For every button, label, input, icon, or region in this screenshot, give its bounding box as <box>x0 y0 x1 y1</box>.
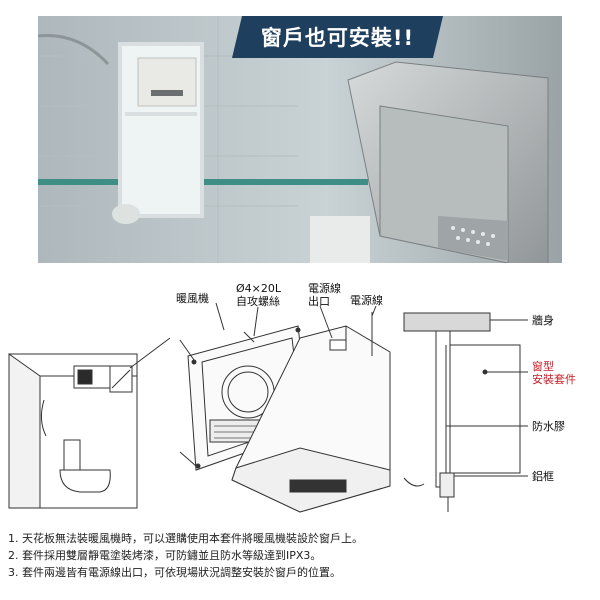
label-screw: Ø4×20L 自攻螺絲 <box>236 282 281 308</box>
label-wall: 牆身 <box>532 314 554 327</box>
note-3: 3. 套件兩邊皆有電源線出口，可依現場狀況調整安裝於窗戶的位置。 <box>8 566 341 579</box>
note-2: 2. 套件採用雙層靜電塗裝烤漆，可防鏽並且防水等級達到IPX3。 <box>8 549 322 562</box>
label-heater: 暖風機 <box>176 292 209 305</box>
label-waterproof-glue: 防水膠 <box>532 420 565 433</box>
wall-section-drawing <box>403 312 528 512</box>
install-banner: 窗戶也可安裝!! <box>232 16 443 58</box>
exploded-kit-drawing <box>179 312 391 513</box>
banner-text: 窗戶也可安裝!! <box>260 26 415 50</box>
label-window-kit: 窗型 安裝套件 <box>532 360 576 386</box>
feature-notes: 1. 天花板無法裝暖風機時，可以選購使用本套件將暖風機裝設於窗戶上。 2. 套件… <box>8 530 592 581</box>
bathroom-inset-drawing <box>8 337 171 509</box>
label-leaders <box>215 302 377 339</box>
label-cable: 電源線 <box>350 294 383 307</box>
label-aluminum-frame: 鋁框 <box>532 470 554 483</box>
label-cable-outlet: 電源線 出口 <box>308 282 341 308</box>
note-1: 1. 天花板無法裝暖風機時，可以選購使用本套件將暖風機裝設於窗戶上。 <box>8 532 363 545</box>
